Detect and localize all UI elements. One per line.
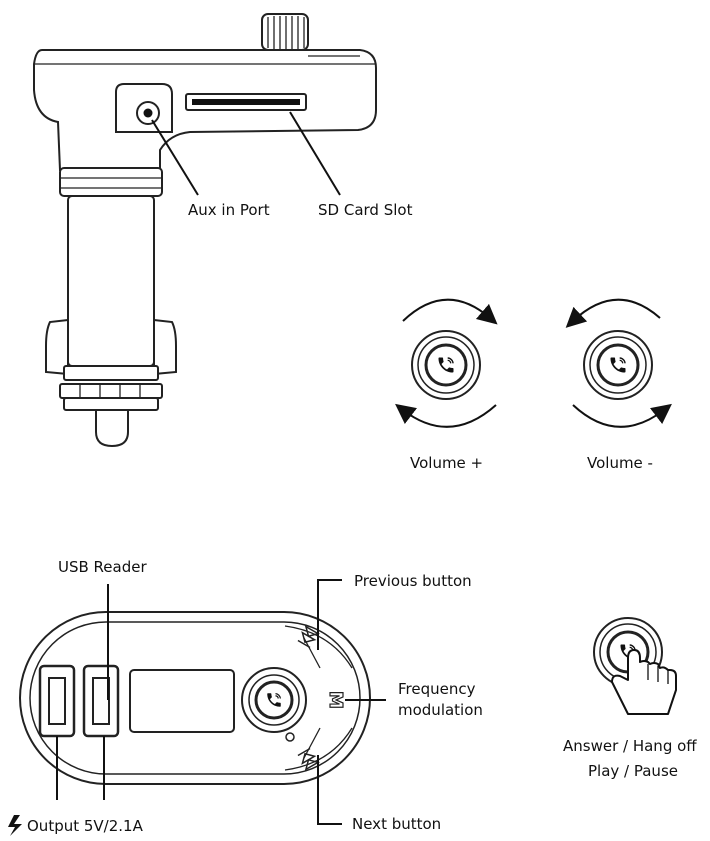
next-leader-line — [317, 755, 342, 825]
usb-reader-port — [82, 664, 120, 738]
output-label: Output 5V/2.1A — [27, 817, 144, 835]
previous-leader-line — [317, 579, 342, 650]
lcd-display — [129, 669, 235, 733]
volume-up-diagram — [395, 298, 498, 428]
frequency-label-line1: Frequency — [398, 680, 476, 698]
answer-hang-diagram — [593, 617, 677, 715]
answer-hang-label: Answer / Hang off — [563, 737, 697, 755]
sd-leader-line — [289, 111, 341, 196]
lightning-bolt-icon — [8, 815, 22, 836]
pointing-hand-icon — [611, 649, 677, 715]
aux-leader-line — [151, 119, 199, 196]
aux-port-hole — [143, 108, 153, 118]
volume-up-label: Volume + — [410, 454, 483, 472]
volume-down-label: Volume - — [587, 454, 653, 472]
next-button-label: Next button — [352, 815, 441, 833]
sd-card-slot-label: SD Card Slot — [318, 201, 413, 219]
play-pause-label: Play / Pause — [588, 762, 678, 780]
previous-track-icon — [297, 625, 321, 649]
volume-down-diagram — [565, 298, 672, 428]
call-knob — [241, 667, 307, 733]
mode-button-letter: M — [325, 691, 346, 709]
next-track-icon — [297, 747, 321, 771]
volume-knob-top — [261, 13, 309, 51]
usb-output-port — [38, 664, 76, 738]
aux-in-port-label: Aux in Port — [188, 201, 270, 219]
microphone-hole — [285, 732, 295, 742]
car-charger-side-view — [33, 13, 377, 448]
call-knob — [411, 330, 481, 400]
previous-button-label: Previous button — [354, 572, 472, 590]
frequency-label-line2: modulation — [398, 701, 483, 719]
usb-reader-label: USB Reader — [58, 558, 147, 576]
call-knob — [583, 330, 653, 400]
